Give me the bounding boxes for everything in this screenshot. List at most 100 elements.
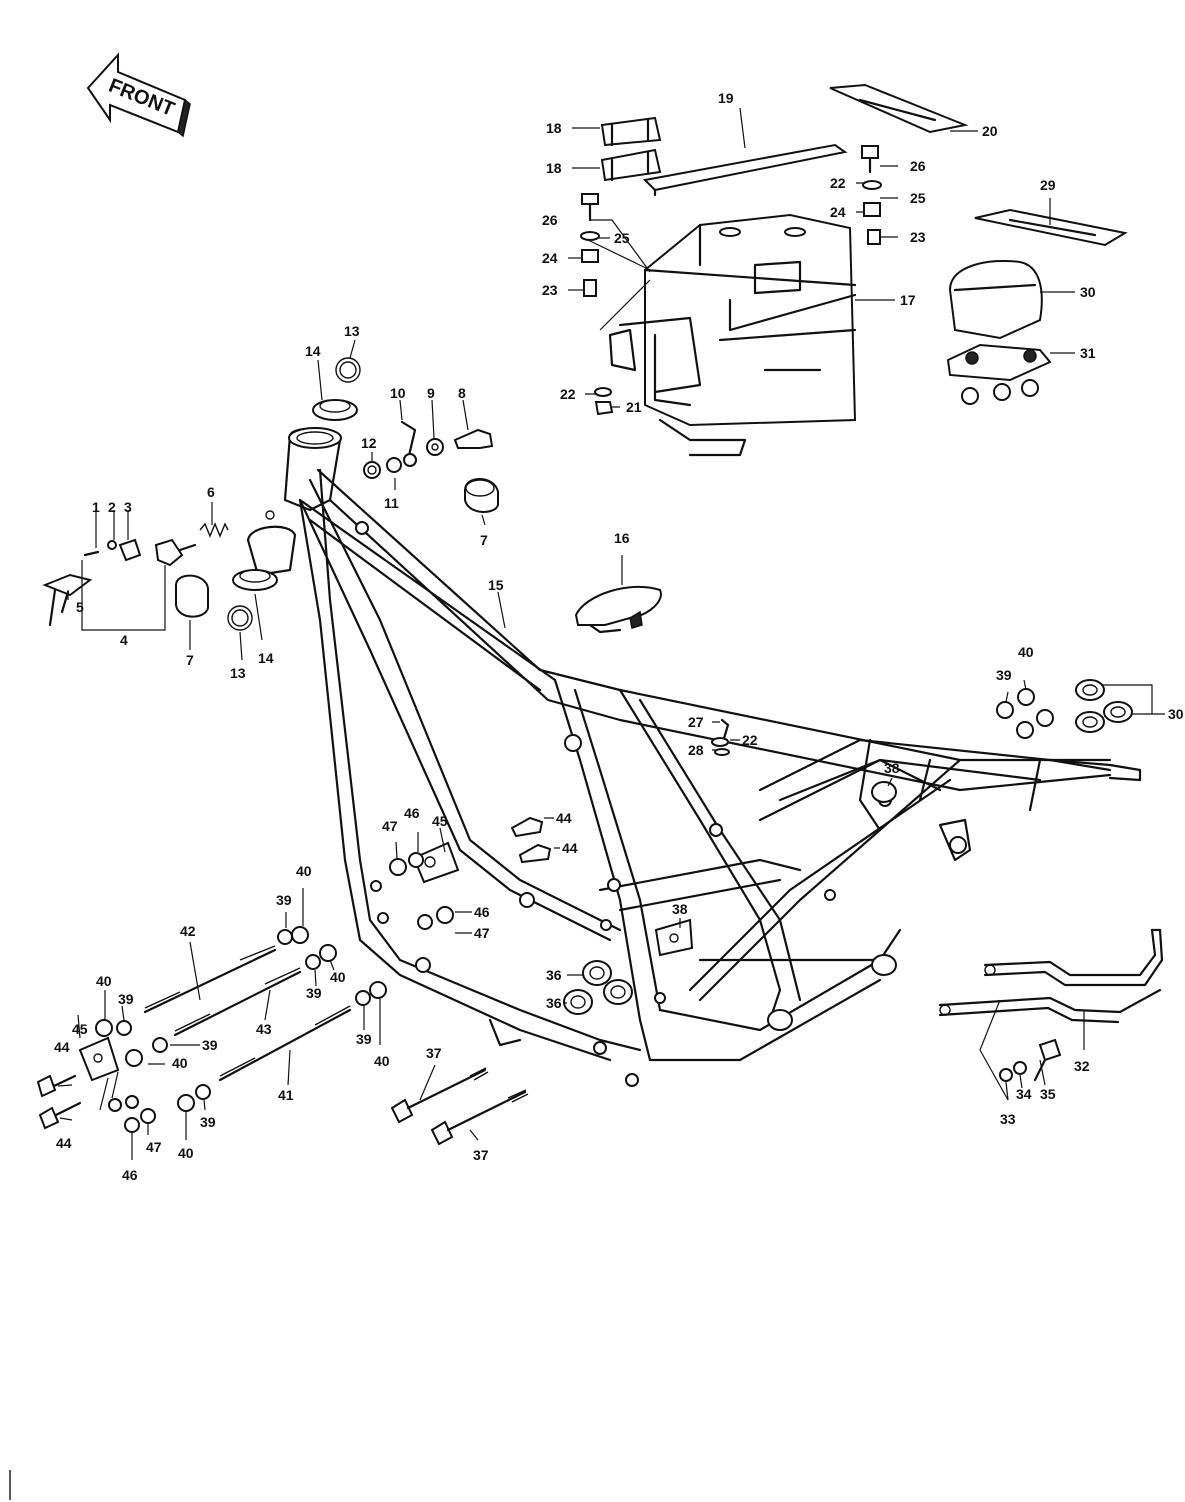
callout-40-d: 40 — [96, 973, 112, 989]
callout-21: 21 — [626, 399, 642, 415]
callout-6: 6 — [207, 484, 215, 500]
callout-38-rear: 38 — [884, 760, 900, 776]
callout-labels: 1 2 3 4 5 6 7 7 8 9 10 11 12 13 13 14 14… — [54, 90, 1184, 1183]
callout-44-lower-a: 44 — [54, 1039, 70, 1055]
engine-mount-upper — [389, 816, 552, 930]
callout-30-cover: 30 — [1080, 284, 1096, 300]
callout-30-rear: 30 — [1168, 706, 1184, 722]
callout-8: 8 — [458, 385, 466, 401]
callout-13-upper: 13 — [344, 323, 360, 339]
callout-22-center: 22 — [742, 732, 758, 748]
callout-47-lower: 47 — [146, 1139, 162, 1155]
callout-23-left: 23 — [542, 282, 558, 298]
callout-39-e: 39 — [202, 1037, 218, 1053]
callout-35: 35 — [1040, 1086, 1056, 1102]
head-hardware — [363, 420, 494, 479]
callout-26-right: 26 — [910, 158, 926, 174]
long-bolts — [390, 1067, 529, 1146]
steering-lock — [42, 538, 197, 631]
stud-hardware — [95, 926, 387, 1112]
center-bolt — [711, 718, 730, 756]
callout-44-upper: 44 — [556, 810, 572, 826]
callout-42: 42 — [180, 923, 196, 939]
callout-46-mid: 46 — [474, 904, 490, 920]
callout-11: 11 — [384, 495, 399, 511]
callout-19: 19 — [718, 90, 734, 106]
callout-16: 16 — [614, 530, 630, 546]
case-nut — [594, 387, 614, 416]
callout-14-lower: 14 — [258, 650, 274, 666]
callout-5: 5 — [76, 599, 84, 615]
callout-26-left: 26 — [542, 212, 558, 228]
callout-46-upper: 46 — [404, 805, 420, 821]
callout-44-mid: 44 — [562, 840, 578, 856]
callout-25-left: 25 — [614, 230, 630, 246]
grab-bar — [938, 928, 1164, 1024]
callout-10: 10 — [390, 385, 406, 401]
callout-18-lower: 18 — [546, 160, 562, 176]
callout-20: 20 — [982, 123, 998, 139]
callout-36-lower: 36 — [546, 995, 562, 1011]
callout-14-upper: 14 — [305, 343, 321, 359]
callout-47-mid: 47 — [474, 925, 490, 941]
callout-24-left: 24 — [542, 250, 558, 266]
callout-40-a: 40 — [296, 863, 312, 879]
callout-13-lower: 13 — [230, 665, 246, 681]
lock-spring — [199, 522, 229, 538]
callout-38-lower: 38 — [672, 901, 688, 917]
callout-7-right: 7 — [480, 532, 488, 548]
callout-23-right: 23 — [910, 229, 926, 245]
mount-bushings — [563, 960, 633, 1015]
callout-40-f: 40 — [178, 1145, 194, 1161]
callout-47-upper: 47 — [382, 818, 398, 834]
main-frame — [246, 427, 1142, 1087]
battery-fastener-left — [580, 193, 600, 297]
callout-9: 9 — [427, 385, 435, 401]
callout-33: 33 — [1000, 1111, 1016, 1127]
callout-27: 27 — [688, 714, 704, 730]
callout-39-rear: 39 — [996, 667, 1012, 683]
callout-34: 34 — [1016, 1086, 1032, 1102]
callout-39-a: 39 — [276, 892, 292, 908]
cover-strap — [974, 208, 1128, 247]
mount-studs — [143, 945, 352, 1082]
holder-bracket — [946, 343, 1052, 405]
callout-39-d: 39 — [118, 991, 134, 1007]
callout-22-right: 22 — [830, 175, 846, 191]
front-direction-arrow: FRONT — [86, 52, 191, 138]
bushing-upper — [464, 478, 499, 513]
cap-cover — [948, 259, 1043, 340]
bushing-lower — [175, 574, 209, 618]
battery-fastener-right — [861, 145, 882, 245]
callout-39-b: 39 — [306, 985, 322, 1001]
callout-39-c: 39 — [356, 1031, 372, 1047]
callout-29: 29 — [1040, 177, 1056, 193]
steering-races — [227, 357, 361, 631]
callout-3: 3 — [124, 499, 132, 515]
callout-4: 4 — [120, 632, 128, 648]
callout-31: 31 — [1080, 345, 1096, 361]
engine-mount-lower — [36, 1036, 156, 1133]
callout-43: 43 — [256, 1021, 272, 1037]
callout-17: 17 — [900, 292, 916, 308]
callout-37-lower: 37 — [473, 1147, 489, 1163]
callout-12: 12 — [361, 435, 377, 451]
mount-plates — [654, 781, 897, 957]
rear-bushings — [996, 679, 1165, 739]
callout-32: 32 — [1074, 1058, 1090, 1074]
callout-40-rear: 40 — [1018, 644, 1034, 660]
callout-2: 2 — [108, 499, 116, 515]
callout-40-c: 40 — [374, 1053, 390, 1069]
callout-1: 1 — [92, 499, 100, 515]
battery-strap — [829, 83, 969, 134]
callout-25-right: 25 — [910, 190, 926, 206]
callout-7-left: 7 — [186, 652, 194, 668]
callout-18-upper: 18 — [546, 120, 562, 136]
side-cover — [574, 585, 662, 634]
battery-pad — [642, 143, 848, 197]
callout-46-lower: 46 — [122, 1167, 138, 1183]
leader-lines — [57, 107, 1085, 1160]
battery-pads — [600, 116, 662, 182]
callout-45-upper: 45 — [432, 813, 448, 829]
